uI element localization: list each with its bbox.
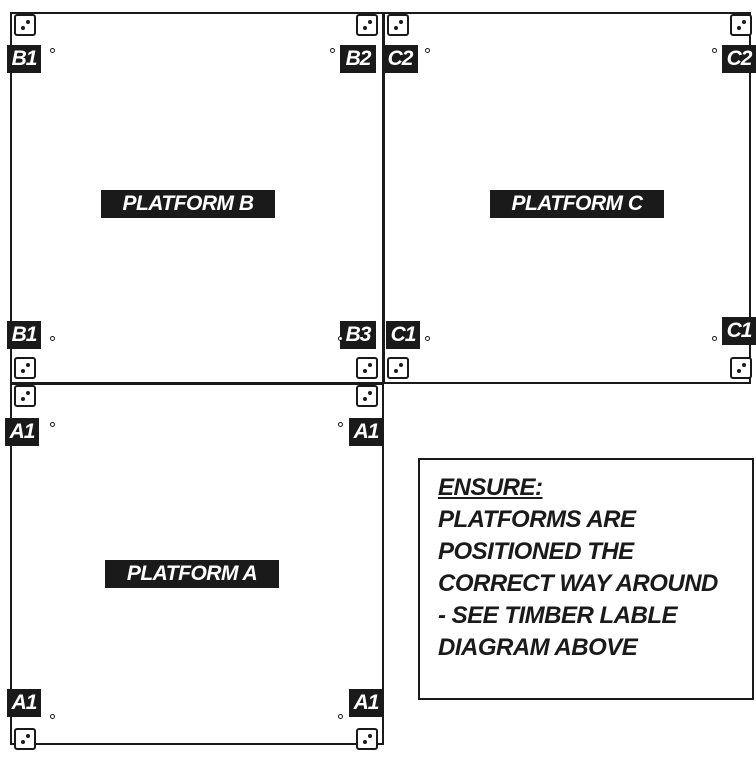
corner-label-c-top-right: C2 <box>722 45 756 73</box>
corner-bracket-icon <box>387 14 409 36</box>
corner-bracket-icon <box>14 357 36 379</box>
bolt-hole-icon <box>50 336 55 341</box>
note-heading: ENSURE: <box>438 474 543 501</box>
bolt-hole-icon <box>50 714 55 719</box>
bolt-hole-icon <box>712 48 717 53</box>
corner-bracket-icon <box>730 357 752 379</box>
corner-label-a-bottom-left: A1 <box>7 689 41 717</box>
note-line: POSITIONED THE <box>438 538 634 565</box>
corner-label-a-top-left: A1 <box>5 418 39 446</box>
corner-label-c-bottom-left: C1 <box>386 321 420 349</box>
corner-bracket-icon <box>14 14 36 36</box>
corner-bracket-icon <box>356 385 378 407</box>
note-line: PLATFORMS ARE <box>438 506 636 533</box>
corner-label-a-bottom-right: A1 <box>349 689 383 717</box>
corner-label-b-top-left: B1 <box>7 45 41 73</box>
corner-label-c-bottom-right: C1 <box>722 317 756 345</box>
corner-bracket-icon <box>356 14 378 36</box>
instruction-note: ENSURE: PLATFORMS ARE POSITIONED THE COR… <box>418 458 754 700</box>
bolt-hole-icon <box>50 48 55 53</box>
corner-label-b-bottom-right: B3 <box>340 321 376 349</box>
platform-a-label: PLATFORM A <box>105 560 279 588</box>
platform-c-label: PLATFORM C <box>490 190 664 218</box>
corner-bracket-icon <box>387 357 409 379</box>
bolt-hole-icon <box>338 422 343 427</box>
corner-bracket-icon <box>730 14 752 36</box>
bolt-hole-icon <box>425 48 430 53</box>
corner-label-b-top-right: B2 <box>340 45 376 73</box>
platform-b-label: PLATFORM B <box>101 190 275 218</box>
bolt-hole-icon <box>712 336 717 341</box>
bolt-hole-icon <box>338 714 343 719</box>
corner-bracket-icon <box>14 385 36 407</box>
corner-bracket-icon <box>356 728 378 750</box>
corner-label-c-top-left: C2 <box>382 45 418 73</box>
corner-label-b-bottom-left: B1 <box>7 321 41 349</box>
corner-bracket-icon <box>356 357 378 379</box>
note-text: ENSURE: PLATFORMS ARE POSITIONED THE COR… <box>438 472 756 664</box>
bolt-hole-icon <box>50 422 55 427</box>
corner-label-a-top-right: A1 <box>349 418 383 446</box>
note-line: DIAGRAM ABOVE <box>438 634 638 661</box>
bolt-hole-icon <box>330 48 335 53</box>
bolt-hole-icon <box>338 336 343 341</box>
corner-bracket-icon <box>14 728 36 750</box>
bolt-hole-icon <box>425 336 430 341</box>
note-line: CORRECT WAY AROUND <box>438 570 718 597</box>
note-line: - SEE TIMBER LABLE <box>438 602 678 629</box>
